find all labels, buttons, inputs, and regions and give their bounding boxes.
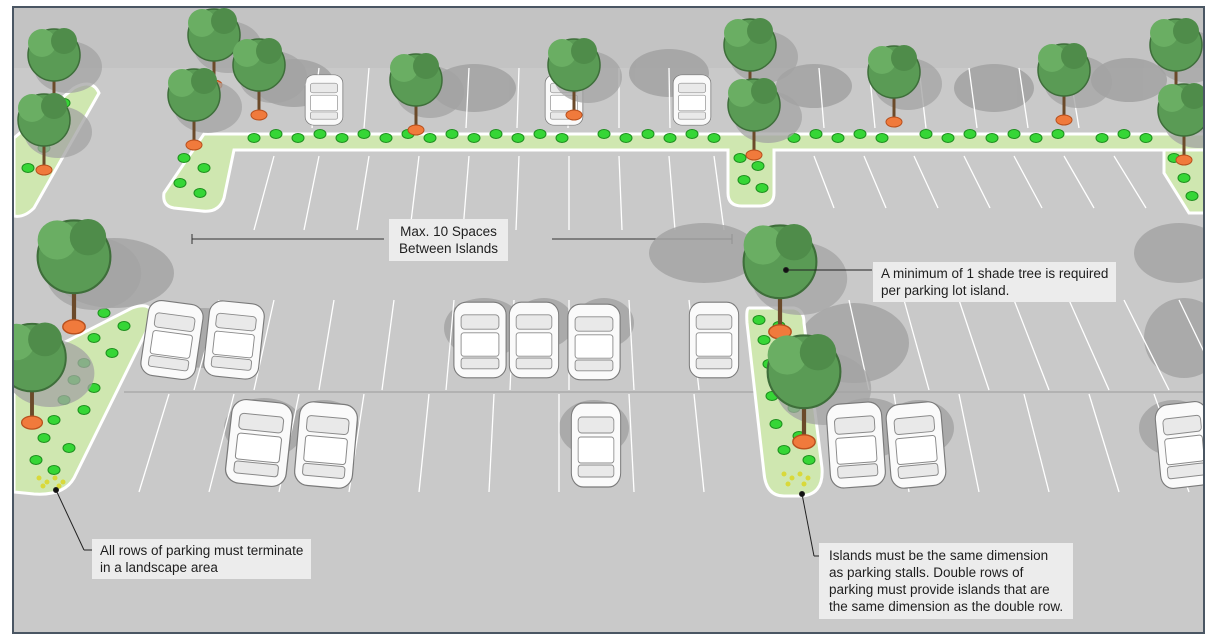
rows-terminate-callout: All rows of parking must terminate in a … xyxy=(92,539,311,579)
rows-terminate-line1: All rows of parking must terminate xyxy=(100,542,303,559)
islands-line3: parking must provide islands that are xyxy=(829,581,1063,598)
max-spaces-line2: Between Islands xyxy=(399,240,498,257)
rows-terminate-line2: in a landscape area xyxy=(100,559,303,576)
islands-line4: the same dimension as the double row. xyxy=(829,598,1063,615)
islands-line1: Islands must be the same dimension xyxy=(829,547,1063,564)
islands-dimension-callout: Islands must be the same dimension as pa… xyxy=(819,543,1073,619)
shade-tree-callout: A minimum of 1 shade tree is required pe… xyxy=(873,262,1116,302)
max-spaces-callout: Max. 10 Spaces Between Islands xyxy=(389,219,508,261)
islands-line2: as parking stalls. Double rows of xyxy=(829,564,1063,581)
max-spaces-line1: Max. 10 Spaces xyxy=(399,223,498,240)
shade-tree-line1: A minimum of 1 shade tree is required xyxy=(881,265,1108,282)
shade-tree-line2: per parking lot island. xyxy=(881,282,1108,299)
diagram-frame: Max. 10 Spaces Between Islands A minimum… xyxy=(12,6,1205,634)
